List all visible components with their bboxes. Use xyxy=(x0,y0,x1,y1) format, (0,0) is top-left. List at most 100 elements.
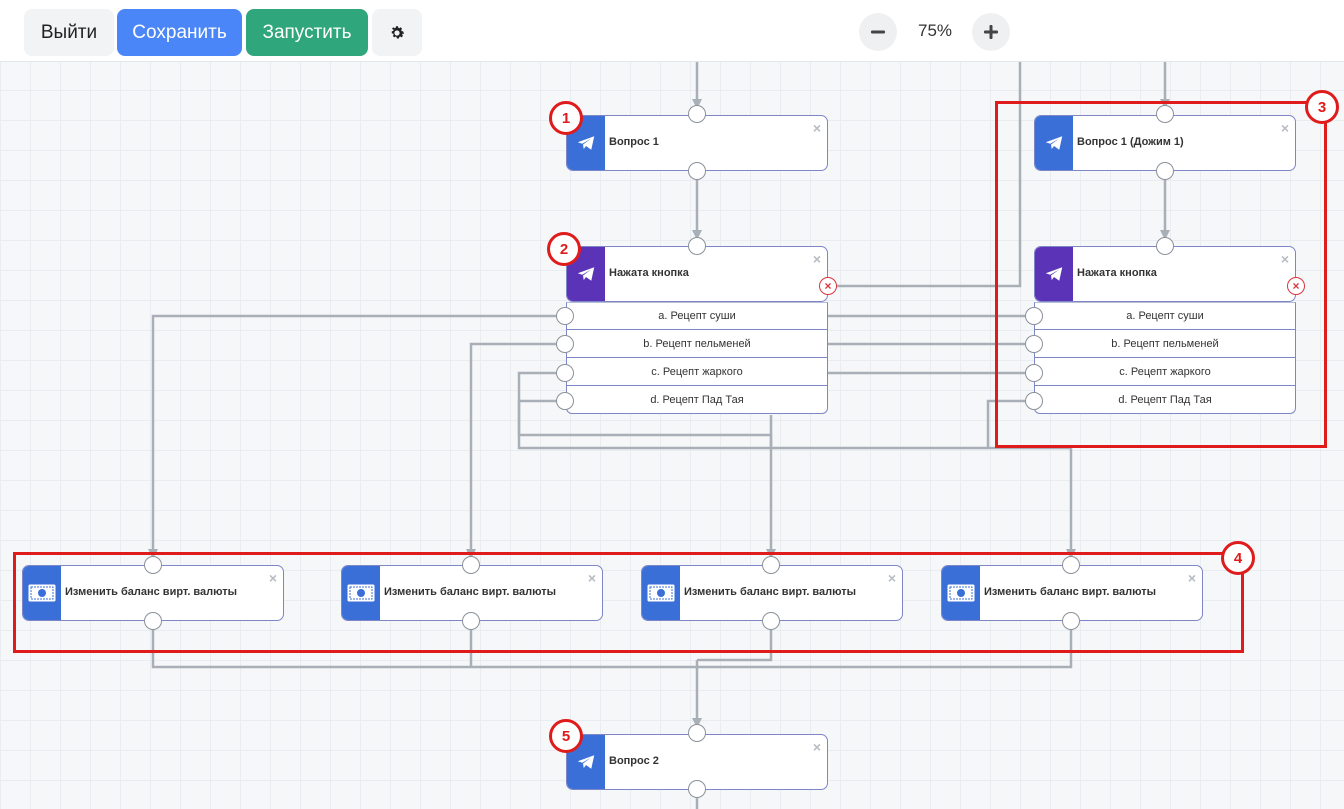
option-row[interactable]: d. Рецепт Пад Тая xyxy=(1034,386,1296,414)
output-port[interactable] xyxy=(1062,612,1080,630)
option-port[interactable] xyxy=(556,335,574,353)
input-port[interactable] xyxy=(1156,105,1174,123)
node-button-pressed-left[interactable]: Нажата кнопка × xyxy=(566,246,828,302)
option-row[interactable]: c. Рецепт жаркого xyxy=(566,358,828,386)
edge-left-a xyxy=(148,314,565,559)
input-port[interactable] xyxy=(1062,556,1080,574)
output-port[interactable] xyxy=(1156,162,1174,180)
save-button[interactable]: Сохранить xyxy=(117,9,242,56)
node-icon-strip xyxy=(642,566,680,620)
zoom-level: 75% xyxy=(917,21,953,40)
option-port[interactable] xyxy=(556,364,574,382)
close-icon[interactable]: × xyxy=(1187,570,1196,586)
run-button[interactable]: Запустить xyxy=(246,9,368,56)
option-row[interactable]: b. Рецепт пельменей xyxy=(566,330,828,358)
node-question-1-push[interactable]: Вопрос 1 (Дожим 1) × xyxy=(1034,115,1296,171)
input-port[interactable] xyxy=(688,105,706,123)
node-icon-strip xyxy=(1035,247,1073,301)
annotation-badge-2: 2 xyxy=(547,232,581,266)
node-title: Вопрос 1 xyxy=(609,136,659,148)
output-port[interactable] xyxy=(688,162,706,180)
edge-left-d xyxy=(517,399,1076,559)
input-port[interactable] xyxy=(688,724,706,742)
node-change-balance-3[interactable]: Изменить баланс вирт. валюты × xyxy=(641,565,903,621)
node-button-pressed-right[interactable]: Нажата кнопка × xyxy=(1034,246,1296,302)
edge-bal1-out xyxy=(151,630,697,669)
output-port[interactable] xyxy=(462,612,480,630)
close-icon[interactable]: × xyxy=(1280,120,1289,136)
annotation-badge-3: 3 xyxy=(1305,90,1339,124)
banknote-icon xyxy=(947,584,975,602)
option-port[interactable] xyxy=(1025,335,1043,353)
close-icon[interactable]: × xyxy=(812,251,821,267)
telegram-icon xyxy=(577,267,595,281)
node-title: Вопрос 2 xyxy=(609,755,659,767)
node-title: Вопрос 1 (Дожим 1) xyxy=(1077,136,1184,148)
node-title: Изменить баланс вирт. валюты xyxy=(984,586,1157,598)
error-port-icon[interactable]: × xyxy=(819,277,837,295)
node-change-balance-4[interactable]: Изменить баланс вирт. валюты × xyxy=(941,565,1203,621)
input-port[interactable] xyxy=(688,237,706,255)
node-change-balance-1[interactable]: Изменить баланс вирт. валюты × xyxy=(22,565,284,621)
banknote-icon xyxy=(28,584,56,602)
zoom-in-button[interactable] xyxy=(972,13,1010,51)
close-icon[interactable]: × xyxy=(587,570,596,586)
option-row[interactable]: a. Рецепт суши xyxy=(1034,302,1296,330)
annotation-badge-5: 5 xyxy=(549,719,583,753)
zoom-out-button[interactable] xyxy=(859,13,897,51)
option-port[interactable] xyxy=(1025,364,1043,382)
edge-bal4-out xyxy=(697,630,1073,669)
input-port[interactable] xyxy=(1156,237,1174,255)
output-port[interactable] xyxy=(762,612,780,630)
edge-error-left xyxy=(836,62,1022,288)
gear-icon xyxy=(391,25,405,38)
option-port[interactable] xyxy=(1025,307,1043,325)
settings-button[interactable] xyxy=(372,9,422,56)
node-icon-strip xyxy=(342,566,380,620)
option-port[interactable] xyxy=(556,392,574,410)
close-icon[interactable]: × xyxy=(887,570,896,586)
node-icon-strip xyxy=(1035,116,1073,170)
input-port[interactable] xyxy=(144,556,162,574)
option-row[interactable]: b. Рецепт пельменей xyxy=(1034,330,1296,358)
node-question-2[interactable]: Вопрос 2 × xyxy=(566,734,828,790)
option-row[interactable]: a. Рецепт суши xyxy=(566,302,828,330)
node-title: Изменить баланс вирт. валюты xyxy=(384,586,557,598)
close-icon[interactable]: × xyxy=(812,120,821,136)
option-row[interactable]: c. Рецепт жаркого xyxy=(1034,358,1296,386)
close-icon[interactable]: × xyxy=(1280,251,1289,267)
exit-button[interactable]: Выйти xyxy=(24,9,114,56)
telegram-icon xyxy=(577,755,595,769)
option-row[interactable]: d. Рецепт Пад Тая xyxy=(566,386,828,414)
telegram-icon xyxy=(577,136,595,150)
close-icon[interactable]: × xyxy=(268,570,277,586)
banknote-icon xyxy=(347,584,375,602)
option-port[interactable] xyxy=(556,307,574,325)
node-title: Изменить баланс вирт. валюты xyxy=(684,586,857,598)
telegram-icon xyxy=(1045,267,1063,281)
node-change-balance-2[interactable]: Изменить баланс вирт. валюты × xyxy=(341,565,603,621)
annotation-badge-4: 4 xyxy=(1221,541,1255,575)
error-port-icon[interactable]: × xyxy=(1287,277,1305,295)
input-port[interactable] xyxy=(462,556,480,574)
close-icon[interactable]: × xyxy=(812,739,821,755)
node-title: Изменить баланс вирт. валюты xyxy=(65,586,238,598)
telegram-icon xyxy=(1045,136,1063,150)
input-port[interactable] xyxy=(762,556,780,574)
node-title: Нажата кнопка xyxy=(1077,267,1157,279)
node-icon-strip xyxy=(23,566,61,620)
edge-right-d xyxy=(986,399,1034,448)
node-icon-strip xyxy=(942,566,980,620)
output-port[interactable] xyxy=(688,780,706,798)
minus-icon xyxy=(871,30,885,34)
edge-bal3-out xyxy=(697,630,773,662)
banknote-icon xyxy=(647,584,675,602)
node-title: Нажата кнопка xyxy=(609,267,689,279)
plus-icon xyxy=(984,25,998,39)
output-port[interactable] xyxy=(144,612,162,630)
annotation-badge-1: 1 xyxy=(549,101,583,135)
toolbar: Выйти Сохранить Запустить 75% xyxy=(0,0,1344,62)
option-port[interactable] xyxy=(1025,392,1043,410)
